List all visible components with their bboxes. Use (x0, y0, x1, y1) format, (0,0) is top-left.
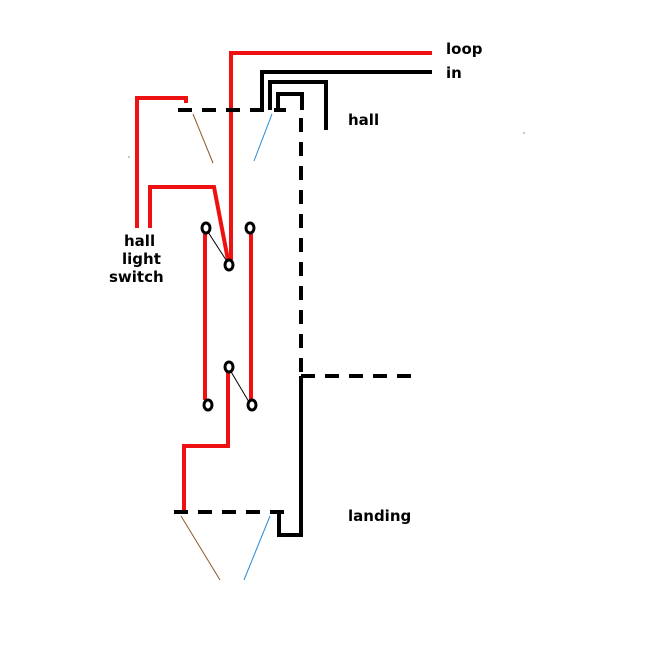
switch-terminals (200, 221, 258, 412)
switch-label-line2: light (122, 250, 161, 268)
flex-lines (180, 113, 273, 581)
upper-switch-terminal-right (244, 221, 256, 235)
lower-switch-terminal-right (246, 398, 258, 412)
upper-switch-lever (207, 231, 229, 264)
hall-flex-blue (253, 113, 273, 162)
dashed-lines (174, 108, 416, 514)
landing-neutral-wire (277, 376, 303, 537)
lower-switch-common-terminal (223, 360, 235, 374)
hall-label: hall (348, 111, 380, 129)
lower-switch-terminal-left (202, 398, 214, 412)
live-wires (135, 51, 432, 510)
switch-label-line3: switch (109, 268, 164, 286)
stray-dot (128, 156, 130, 158)
hall-strapper-wire (135, 96, 188, 228)
switch-feed-wire (148, 185, 230, 261)
switch-label-line1: hall (124, 232, 156, 250)
neutral-wires (260, 70, 432, 537)
upper-switch-terminal-left (200, 221, 212, 235)
landing-flex-brown (180, 515, 221, 581)
lower-switch-lever (229, 369, 250, 403)
loop-label: loop (446, 40, 483, 58)
in-label: in (446, 64, 462, 82)
landing-flex-blue (243, 515, 271, 581)
in-cable-inner-2 (276, 92, 304, 110)
loop-live-wire (229, 51, 432, 260)
switch-levers (207, 231, 250, 403)
in-cable-inner-1 (268, 80, 328, 130)
landing-switched-live (182, 372, 230, 510)
stray-dot (523, 132, 525, 134)
stray-dots (128, 132, 525, 158)
in-neutral-wire (260, 70, 432, 110)
landing-label: landing (348, 507, 412, 525)
upper-switch-common-terminal (223, 258, 235, 272)
hall-flex-brown (192, 113, 214, 164)
